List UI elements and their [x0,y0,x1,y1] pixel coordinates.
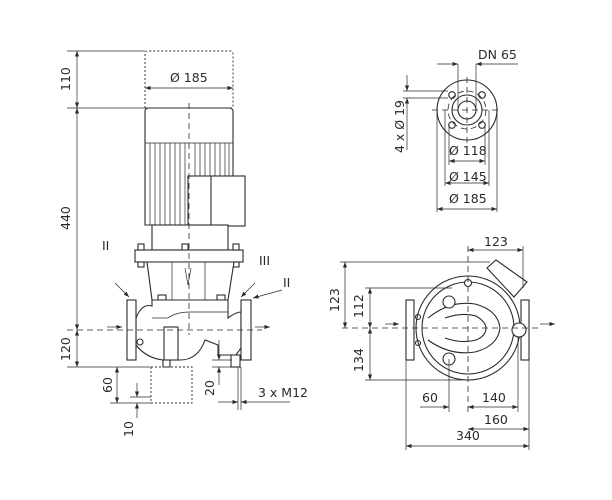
lantern [146,261,235,301]
side-view: Ø 185 [58,50,308,437]
dn-label: DN 65 [478,47,517,62]
callout-ii-left: II [102,238,109,253]
callout-iii: III [259,253,270,268]
dim-123-left: 123 [327,288,342,312]
dim-110: 110 [58,67,73,91]
top-view: 123 123 112 134 60 140 160 340 [327,234,555,450]
dim-10: 10 [121,421,136,437]
dim-112: 112 [351,294,366,318]
callout-ii-right: II [283,275,290,290]
dim-60-top: 60 [422,390,438,405]
dim-120: 120 [58,337,73,361]
bolts-label: 3 x M12 [258,385,308,400]
terminal-box-top [486,259,528,298]
dim-134: 134 [351,348,366,372]
d145-label: Ø 145 [449,169,487,184]
motor-diameter-label: Ø 185 [170,70,208,85]
dim-160: 160 [484,412,508,427]
flange-view: DN 65 4 x Ø 19 Ø 118 Ø 145 Ø 185 [392,47,518,212]
d118-label: Ø 118 [449,143,487,158]
motor [144,107,246,227]
dim-20: 20 [202,380,217,396]
dim-60: 60 [100,377,115,393]
terminal-box [187,175,246,227]
dim-140: 140 [482,390,506,405]
dim-123-top: 123 [484,234,508,249]
holes-label: 4 x Ø 19 [392,100,407,153]
top-inlet-flange [405,299,415,361]
dim-340: 340 [456,428,480,443]
d185-label: Ø 185 [449,191,487,206]
motor-clearance-outline [144,50,234,108]
dim-440: 440 [58,206,73,230]
base-outline [150,366,193,404]
